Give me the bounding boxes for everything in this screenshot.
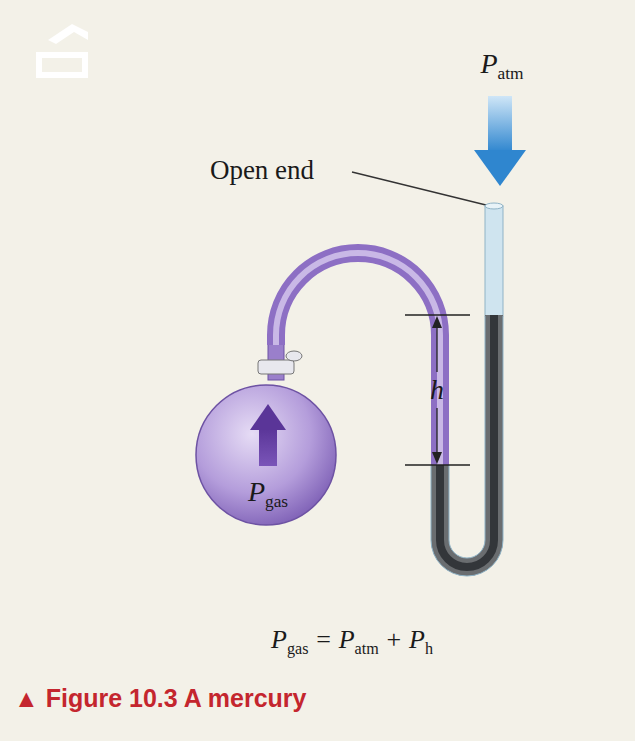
pressure-symbol: Pgas bbox=[248, 476, 288, 508]
dimension-label: h bbox=[430, 374, 444, 406]
height-bracket bbox=[405, 315, 470, 465]
operator: + bbox=[387, 625, 402, 654]
symbol-text: h bbox=[430, 374, 444, 405]
book-icon bbox=[36, 24, 88, 78]
pressure-symbol: Patm bbox=[480, 48, 523, 80]
equation: Pgas=Patm+Ph bbox=[271, 625, 433, 655]
symbol-text: P bbox=[248, 476, 265, 507]
subscript: atm bbox=[498, 64, 524, 83]
leader-line bbox=[352, 172, 490, 206]
subscript: h bbox=[425, 640, 433, 657]
subscript: atm bbox=[355, 640, 379, 657]
operator: = bbox=[316, 625, 331, 654]
subscript: gas bbox=[265, 492, 288, 511]
mercury-column bbox=[440, 315, 494, 567]
symbol-text: Open end bbox=[210, 155, 314, 185]
open-tube bbox=[485, 203, 503, 316]
pressure-arrow bbox=[474, 96, 526, 186]
gas-flask bbox=[196, 340, 336, 525]
part-label: Open end bbox=[210, 155, 314, 186]
subscript: gas bbox=[287, 640, 308, 657]
symbol-text: P bbox=[480, 48, 497, 79]
tube-outline bbox=[431, 316, 503, 576]
symbol-text: P bbox=[339, 625, 355, 654]
figure-caption: ▲ Figure 10.3 A mercury bbox=[14, 684, 306, 713]
symbol-text: P bbox=[409, 625, 425, 654]
symbol-text: P bbox=[271, 625, 287, 654]
connecting-tube bbox=[276, 253, 440, 466]
